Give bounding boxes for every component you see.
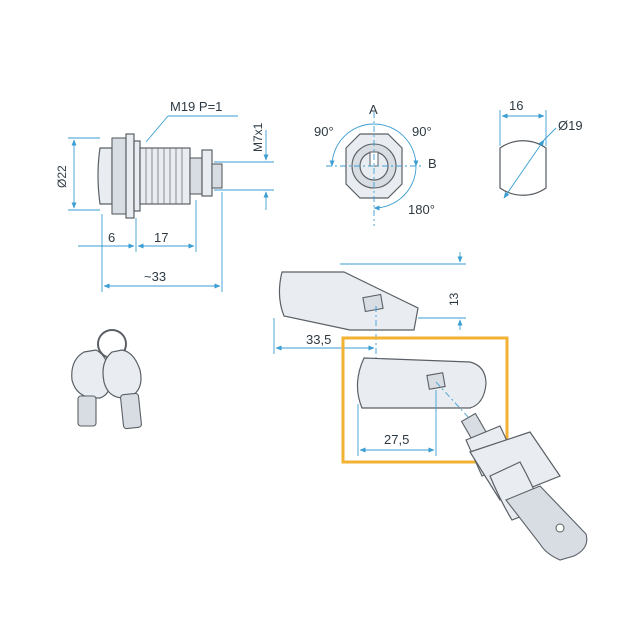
pos-a-label: A	[369, 102, 378, 117]
cam-top-height-label: 13	[447, 292, 461, 306]
side-view-lock	[97, 133, 223, 219]
cam-highlighted	[356, 357, 487, 409]
cam-top-dimensions	[273, 252, 466, 360]
keys-icon	[71, 329, 142, 430]
dim-flange-label: 6	[108, 230, 115, 245]
diameter-label: Ø22	[55, 165, 69, 188]
highlight-box	[341, 336, 509, 464]
cutout-width-label: 16	[509, 98, 523, 113]
angle-left-label: 90°	[314, 124, 334, 139]
side-view-dimensions	[68, 115, 274, 292]
rotation-dimensions	[326, 112, 424, 226]
cutout-dimensions	[499, 110, 557, 199]
angle-right-label: 90°	[412, 124, 432, 139]
pos-b-label: B	[428, 156, 437, 171]
cutout-diameter-label: Ø19	[558, 118, 583, 133]
dim-total-label: ~33	[144, 269, 166, 284]
cam-top-length-label: 33,5	[306, 332, 331, 347]
cam-thread-label: M7x1	[251, 122, 265, 152]
cam-lock-icon	[460, 412, 588, 561]
thread-label: M19 P=1	[170, 99, 222, 114]
angle-bottom-label: 180°	[408, 202, 435, 217]
thread-lines	[145, 148, 183, 204]
cam-highlighted-length-label: 27,5	[384, 432, 409, 447]
dim-body-label: 17	[154, 230, 168, 245]
cam-top	[278, 271, 419, 331]
cam-highlighted-dimensions	[357, 381, 481, 456]
cutout-view	[499, 140, 547, 196]
